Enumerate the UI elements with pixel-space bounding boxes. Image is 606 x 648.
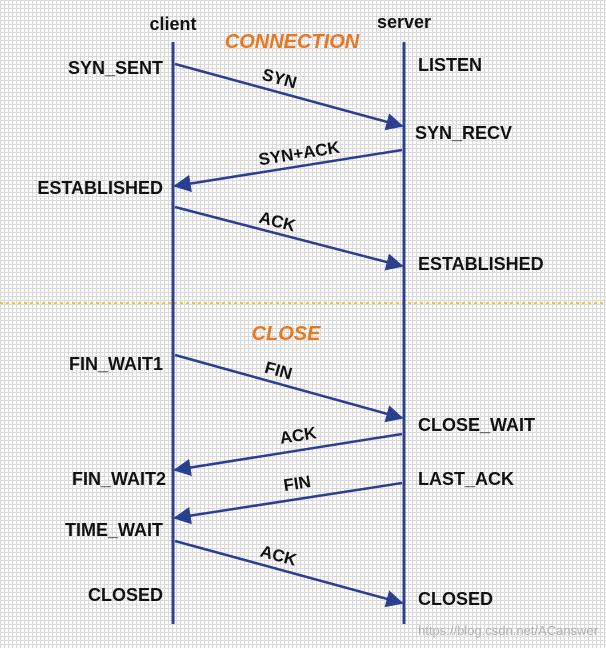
server-state-close-wait: CLOSE_WAIT — [418, 415, 535, 435]
client-header: client — [149, 14, 196, 34]
server-state-established: ESTABLISHED — [418, 254, 544, 274]
client-state-fin-wait1: FIN_WAIT1 — [69, 354, 163, 374]
client-state-fin-wait2: FIN_WAIT2 — [72, 469, 166, 489]
syn-arrow — [174, 62, 404, 131]
server-state-last-ack: LAST_ACK — [418, 469, 514, 489]
ack2-label: ACK — [278, 423, 318, 448]
client-state-syn-sent: SYN_SENT — [68, 58, 163, 78]
client-state-closed: CLOSED — [88, 585, 163, 605]
fin2-label: FIN — [282, 472, 312, 495]
client-state-time-wait: TIME_WAIT — [65, 520, 163, 540]
close-section-label: CLOSE — [252, 323, 322, 345]
client-state-established: ESTABLISHED — [37, 178, 163, 198]
server-state-listen: LISTEN — [418, 55, 482, 75]
syn-ack-arrow — [173, 148, 403, 193]
syn-ack-label: SYN+ACK — [257, 138, 341, 170]
server-state-closed: CLOSED — [418, 589, 493, 609]
server-state-syn-recv: SYN_RECV — [415, 123, 512, 143]
ack1-arrow — [174, 205, 404, 271]
connection-section-label: CONNECTION — [225, 31, 360, 53]
ack1-label: ACK — [257, 208, 298, 236]
watermark: https://blog.csdn.net/ACanswer — [418, 623, 599, 638]
fin2-arrow — [173, 481, 403, 525]
server-header: server — [377, 12, 431, 32]
fin1-arrow — [174, 353, 404, 423]
ack2-arrow — [173, 432, 403, 477]
ack3-arrow — [174, 539, 404, 608]
